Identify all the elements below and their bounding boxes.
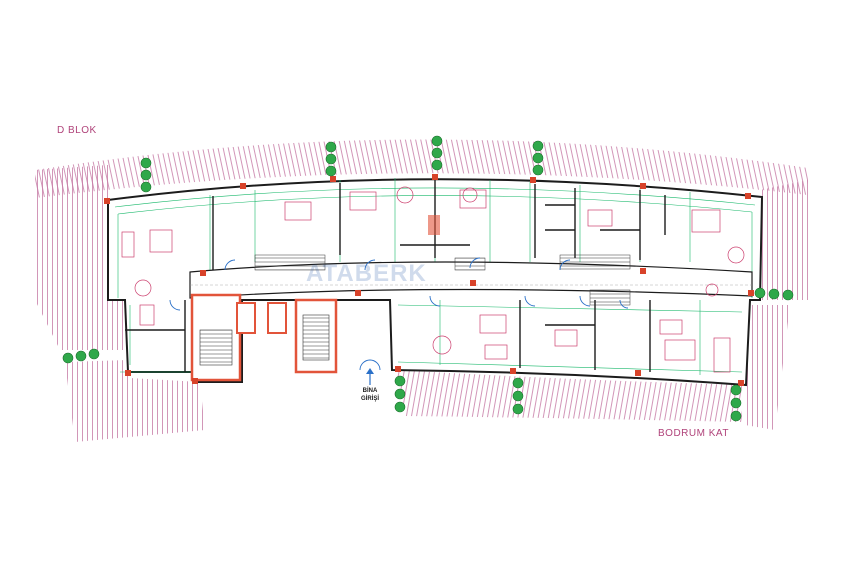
building-entrance-label: BİNA GİRİŞİ bbox=[350, 387, 390, 403]
floor-label: BODRUM KAT bbox=[658, 428, 729, 439]
entrance-label-line1: BİNA bbox=[362, 388, 378, 394]
entrance-label-line2: GİRİŞİ bbox=[360, 396, 379, 402]
watermark-text: ATABERK bbox=[306, 260, 427, 287]
elevator-right bbox=[267, 302, 287, 334]
interior-walls bbox=[125, 180, 666, 372]
columns bbox=[104, 174, 754, 386]
terrace-hatch-bottom bbox=[395, 370, 742, 422]
entrance-arrow bbox=[366, 368, 374, 385]
stair-cores bbox=[190, 215, 631, 382]
trees bbox=[62, 135, 794, 422]
terrace-hatch-bottom-right bbox=[745, 305, 790, 430]
furniture bbox=[121, 186, 745, 373]
block-label: D BLOK bbox=[57, 125, 97, 136]
terrace-hatch-left bbox=[35, 165, 125, 350]
terrace-hatch-top bbox=[35, 139, 808, 198]
terrace-hatch-bottom-left bbox=[65, 360, 205, 442]
elevator-left bbox=[236, 302, 256, 334]
doors bbox=[169, 257, 629, 371]
terrace-hatch-right bbox=[760, 180, 808, 300]
